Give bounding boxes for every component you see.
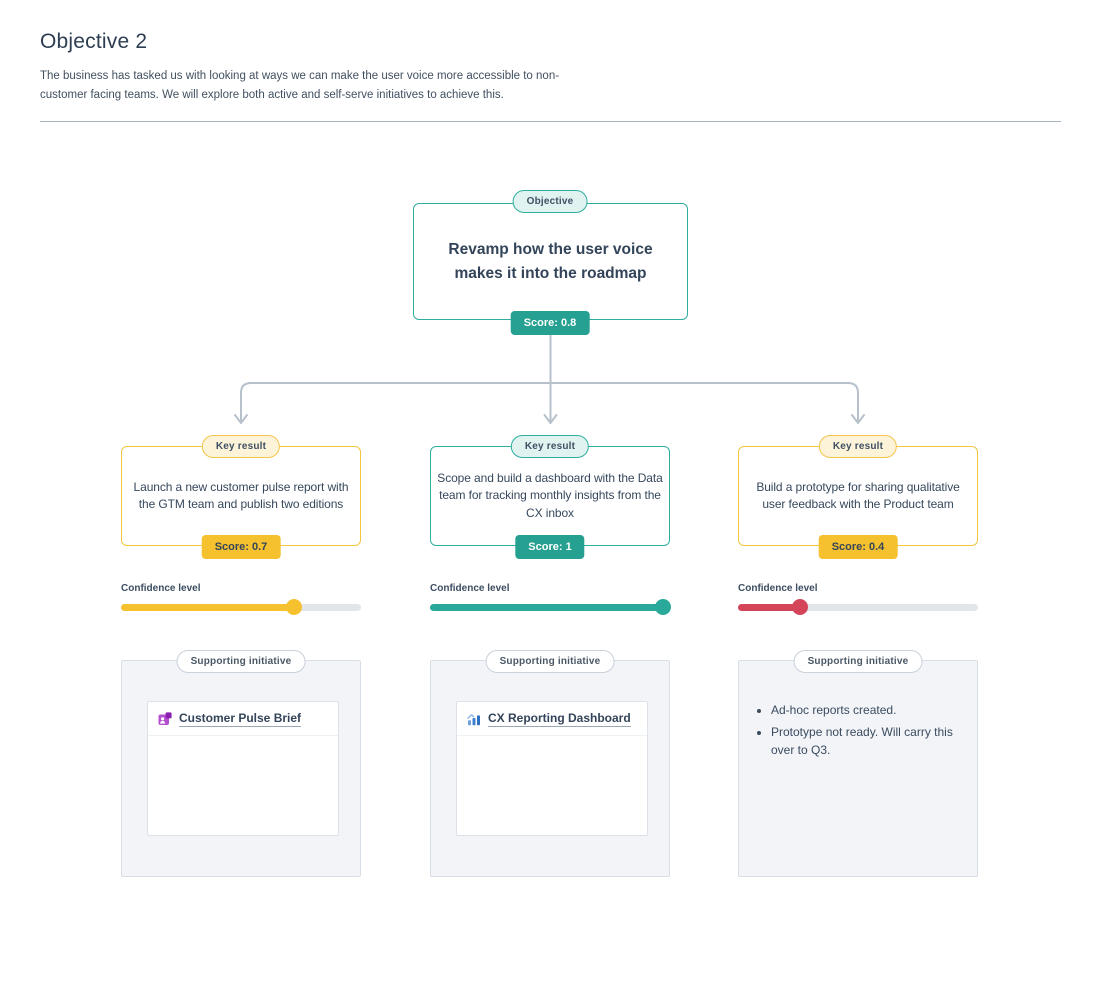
objective-score-badge: Score: 0.8 <box>510 311 590 335</box>
confidence-slider[interactable] <box>738 599 978 615</box>
document-header: CX Reporting Dashboard <box>457 702 647 736</box>
slider-fill <box>430 603 663 611</box>
bar-chart-icon <box>467 714 480 726</box>
supporting-initiative-badge: Supporting initiative <box>176 650 306 673</box>
pulse-report-icon <box>158 712 172 725</box>
slider-fill <box>738 603 801 611</box>
slider-track <box>738 603 978 611</box>
section-divider <box>40 121 1061 122</box>
page-title: Objective 2 <box>40 30 148 53</box>
confidence-slider[interactable] <box>121 599 361 615</box>
slider-handle[interactable] <box>285 599 302 615</box>
key-result-column: Key result Build a prototype for sharing… <box>738 435 978 895</box>
key-result-badge: Key result <box>818 435 898 458</box>
slider-handle[interactable] <box>654 599 671 615</box>
confidence-label: Confidence level <box>738 583 818 594</box>
objective-card[interactable]: Revamp how the user voice makes it into … <box>413 203 688 320</box>
arrow-down-icon <box>234 414 248 424</box>
slider-handle[interactable] <box>792 599 809 615</box>
key-result-text: Scope and build a dashboard with the Dat… <box>437 470 663 520</box>
status-note: Prototype not ready. Will carry this ove… <box>771 723 963 760</box>
confidence-label: Confidence level <box>121 583 201 594</box>
status-note: Ad-hoc reports created. <box>771 701 963 720</box>
score-badge: Score: 0.7 <box>201 535 281 559</box>
key-result-card[interactable]: Scope and build a dashboard with the Dat… <box>430 446 670 546</box>
arrow-down-icon <box>543 414 558 424</box>
slider-fill <box>121 603 294 611</box>
supporting-initiative-card: Supporting initiative Ad-hoc reports cre… <box>738 650 978 877</box>
score-badge: Score: 1 <box>515 535 585 559</box>
key-result-card[interactable]: Launch a new customer pulse report with … <box>121 446 361 546</box>
key-result-badge: Key result <box>201 435 281 458</box>
key-result-column: Key result Launch a new customer pulse r… <box>121 435 361 895</box>
supporting-initiative-card: Supporting initiative Customer Pulse Bri… <box>121 650 361 877</box>
document-link[interactable]: Customer Pulse Brief <box>179 711 302 727</box>
key-result-badge: Key result <box>510 435 590 458</box>
supporting-initiative-card: Supporting initiative CX Reporting Dashb… <box>430 650 670 877</box>
supporting-initiative-badge: Supporting initiative <box>793 650 923 673</box>
linked-document-card[interactable]: CX Reporting Dashboard <box>456 701 648 836</box>
objective-badge: Objective <box>512 190 588 213</box>
key-result-column: Key result Scope and build a dashboard w… <box>430 435 671 895</box>
document-header: Customer Pulse Brief <box>148 702 338 736</box>
page-description: The business has tasked us with looking … <box>40 70 560 101</box>
linked-document-card[interactable]: Customer Pulse Brief <box>147 701 339 836</box>
key-result-text: Launch a new customer pulse report with … <box>133 479 349 511</box>
document-link[interactable]: CX Reporting Dashboard <box>488 711 631 727</box>
confidence-slider[interactable] <box>430 599 671 615</box>
objective-text: Revamp how the user voice makes it into … <box>448 241 653 282</box>
score-badge: Score: 0.4 <box>818 535 898 559</box>
confidence-label: Confidence level <box>430 583 510 594</box>
key-result-card[interactable]: Build a prototype for sharing qualitativ… <box>738 446 978 546</box>
supporting-initiative-badge: Supporting initiative <box>485 650 615 673</box>
status-notes-list: Ad-hoc reports created. Prototype not re… <box>755 701 963 760</box>
arrow-down-icon <box>851 414 865 424</box>
key-result-text: Build a prototype for sharing qualitativ… <box>756 479 960 511</box>
